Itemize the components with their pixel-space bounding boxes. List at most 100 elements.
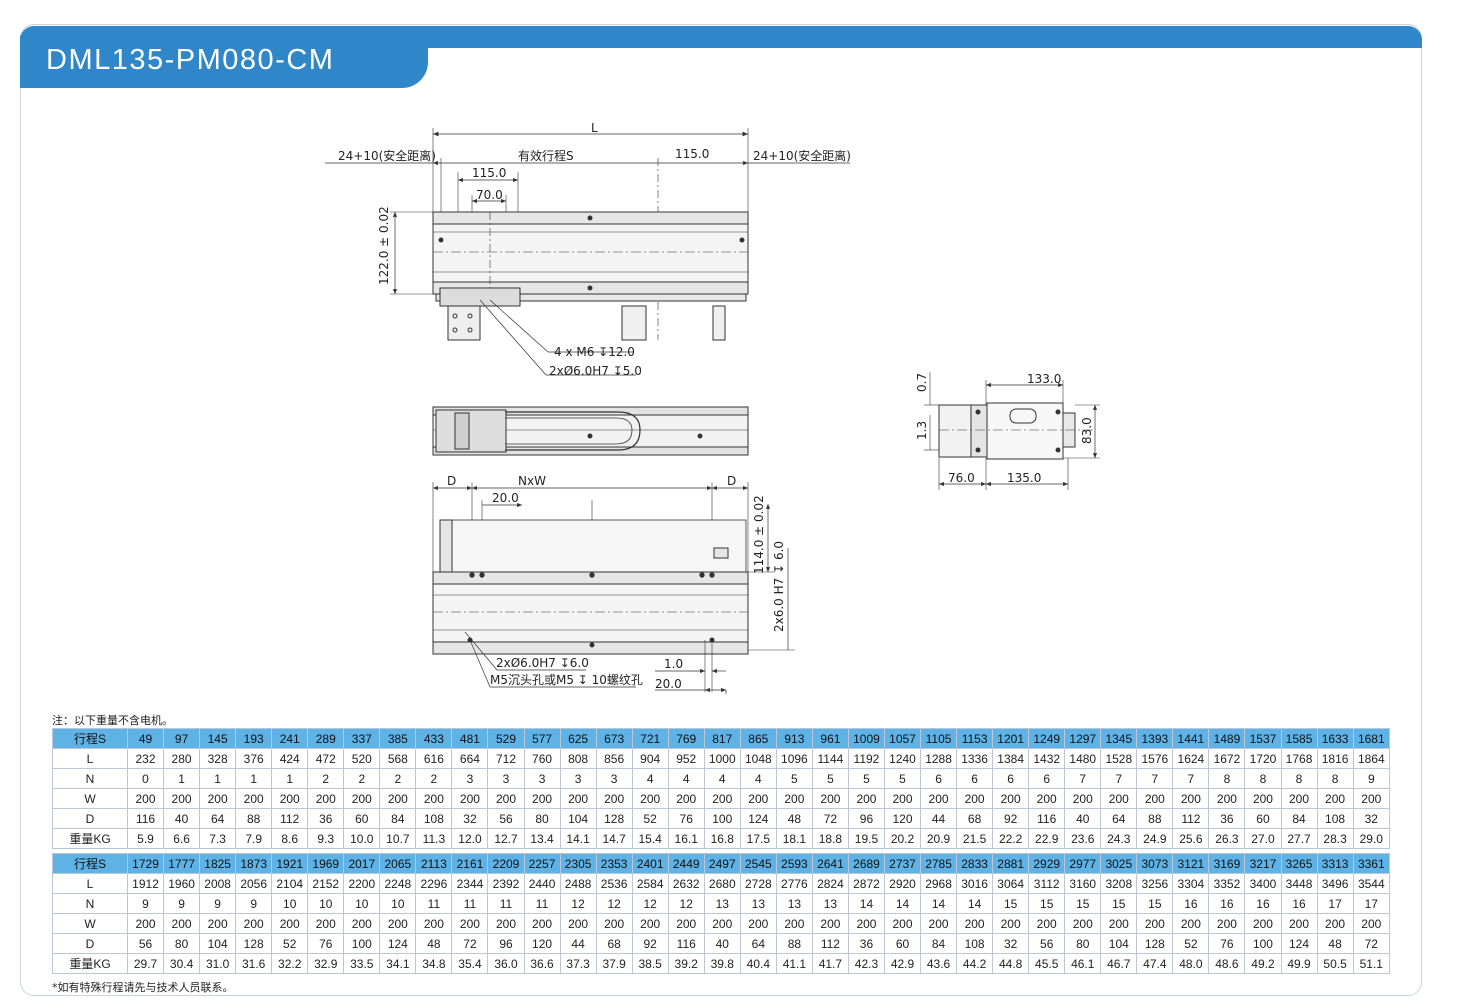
- table-cell: 16: [1172, 893, 1210, 914]
- table-cell: 1960: [163, 873, 201, 894]
- table-cell: 120: [883, 808, 922, 829]
- table-cell: 30.4: [163, 953, 201, 974]
- table-cell: 200: [1316, 913, 1354, 934]
- row-label: 行程S: [52, 728, 128, 749]
- dim-135: 135.0: [1007, 471, 1041, 485]
- table-cell: 6: [1028, 768, 1066, 789]
- table-cell: 124: [379, 933, 417, 954]
- table-cell: 8: [1316, 768, 1354, 789]
- table-cell: 0: [126, 768, 165, 789]
- table-cell: 2296: [415, 873, 453, 894]
- table-cell: 568: [379, 748, 417, 769]
- table-cell: 200: [739, 913, 777, 934]
- table-cell: 46.1: [1064, 953, 1102, 974]
- table-cell: 36: [1208, 808, 1246, 829]
- page-title: DML135-PM080-CM: [46, 44, 335, 76]
- table-cell: 8: [1244, 768, 1282, 789]
- table-cell: 22.2: [992, 828, 1030, 849]
- table-cell: 200: [667, 788, 705, 809]
- table-cell: 200: [126, 788, 165, 809]
- table-cell: 200: [631, 788, 669, 809]
- table-cell: 200: [523, 788, 561, 809]
- table-cell: 1720: [1244, 748, 1282, 769]
- table-cell: 385: [379, 728, 417, 749]
- dim-114-height: 114.0 ± 0.02: [752, 495, 766, 574]
- table-cell: 14.7: [595, 828, 633, 849]
- table-cell: 2353: [595, 853, 633, 874]
- table-cell: 520: [343, 748, 381, 769]
- table-cell: 13: [703, 893, 741, 914]
- table-cell: 3112: [1028, 873, 1066, 894]
- table-cell: 39.2: [667, 953, 705, 974]
- table-cell: 1864: [1352, 748, 1391, 769]
- table-cell: 3400: [1244, 873, 1282, 894]
- table-cell: 116: [126, 808, 165, 829]
- table-cell: 200: [739, 788, 777, 809]
- table-cell: 92: [631, 933, 669, 954]
- row-label: L: [52, 873, 128, 894]
- table-cell: 8: [1208, 768, 1246, 789]
- table-cell: 128: [595, 808, 633, 829]
- table-cell: 52: [631, 808, 669, 829]
- table-cell: 10.0: [343, 828, 381, 849]
- table-cell: 18.8: [811, 828, 849, 849]
- table-cell: 1384: [992, 748, 1030, 769]
- table-cell: 3: [559, 768, 597, 789]
- table-cell: 2065: [379, 853, 417, 874]
- table-cell: 200: [595, 788, 633, 809]
- table-cell: 200: [487, 913, 525, 934]
- table-cell: 19.5: [847, 828, 885, 849]
- table-cell: 16: [1208, 893, 1246, 914]
- table-cell: 721: [631, 728, 669, 749]
- title-tab: [20, 36, 428, 88]
- table-cell: 2: [343, 768, 381, 789]
- table-cell: 15: [1028, 893, 1066, 914]
- table-cell: 80: [523, 808, 561, 829]
- table-cell: 51.1: [1352, 953, 1391, 974]
- table-cell: 9: [1352, 768, 1391, 789]
- table-cell: 200: [199, 788, 237, 809]
- table-cell: 32.2: [271, 953, 309, 974]
- table-cell: 2008: [199, 873, 237, 894]
- table-cell: 46.7: [1100, 953, 1138, 974]
- table-cell: 2776: [775, 873, 813, 894]
- table-cell: 1768: [1280, 748, 1318, 769]
- table-cell: 2977: [1064, 853, 1102, 874]
- table-cell: 22.9: [1028, 828, 1066, 849]
- dim-L: L: [591, 121, 598, 135]
- table-cell: 5.9: [126, 828, 165, 849]
- row-label: 重量KG: [52, 953, 128, 974]
- table-cell: 200: [307, 788, 345, 809]
- table-cell: 36.6: [523, 953, 561, 974]
- table-cell: 13.4: [523, 828, 561, 849]
- table-cell: 68: [956, 808, 994, 829]
- table-cell: 769: [667, 728, 705, 749]
- table-cell: 116: [1028, 808, 1066, 829]
- table-cell: 1729: [126, 853, 165, 874]
- table-cell: 15.4: [631, 828, 669, 849]
- table-cell: 200: [883, 788, 922, 809]
- table-cell: 2689: [847, 853, 885, 874]
- safety-right-label: 24+10(安全距离): [753, 148, 851, 163]
- table-cell: 913: [775, 728, 813, 749]
- table-cell: 2401: [631, 853, 669, 874]
- table-cell: 2449: [667, 853, 705, 874]
- table-cell: 3073: [1136, 853, 1174, 874]
- table-cell: 80: [1064, 933, 1102, 954]
- table-cell: 200: [559, 913, 597, 934]
- side-view: [432, 406, 749, 456]
- table-cell: 232: [126, 748, 165, 769]
- table-cell: 60: [883, 933, 922, 954]
- technical-drawing: L 24+10(安全距离) 有效行程S 115.0 24+10(安全距离) 11…: [325, 121, 1100, 694]
- table-cell: 4: [703, 768, 741, 789]
- table-cell: 108: [956, 933, 994, 954]
- table-cell: 27.0: [1244, 828, 1282, 849]
- table-cell: 200: [1136, 913, 1174, 934]
- table-cell: 84: [920, 933, 958, 954]
- table-cell: 2: [415, 768, 453, 789]
- table-cell: 2113: [415, 853, 453, 874]
- table-cell: 200: [451, 913, 489, 934]
- table-cell: 2: [379, 768, 417, 789]
- table-cell: 200: [920, 788, 958, 809]
